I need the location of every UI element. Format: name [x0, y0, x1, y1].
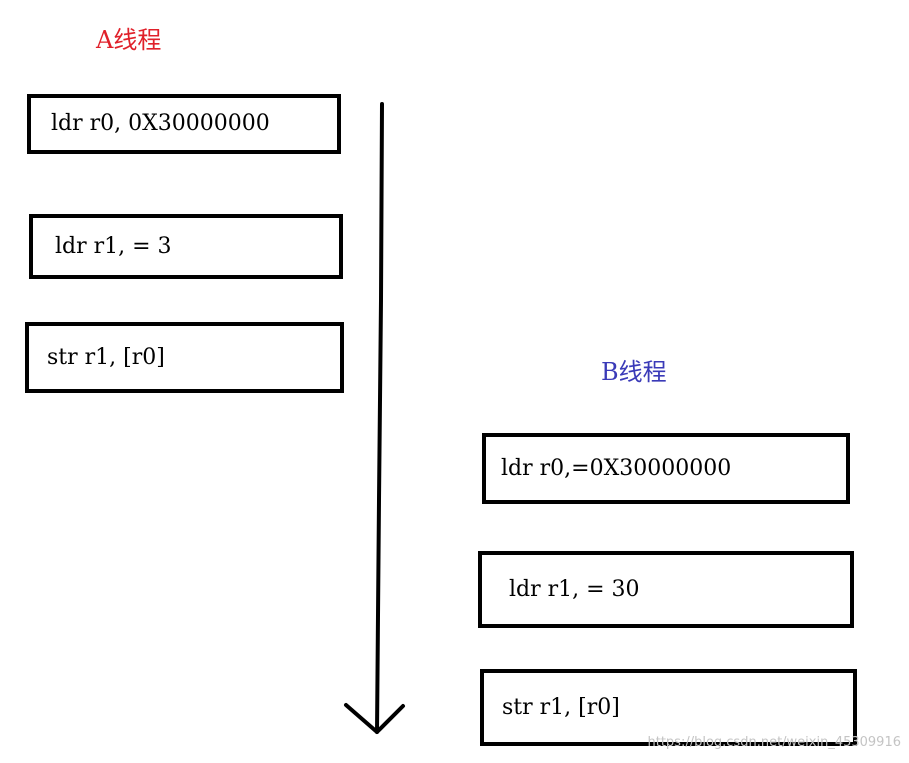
arrow-down-icon [344, 703, 405, 734]
thread-b-instruction-1: ldr r0,=0X30000000 [501, 455, 732, 481]
watermark: https://blog.csdn.net/weixin_45309916 [647, 735, 901, 750]
thread-b-title: B线程 [601, 358, 667, 386]
thread-b-instruction-2-box: ldr r1, = 30 [478, 551, 854, 628]
thread-a-title: A线程 [96, 26, 162, 54]
thread-a-instruction-2: ldr r1, = 3 [55, 233, 172, 259]
thread-a-instruction-3-box: str r1, [r0] [25, 322, 344, 393]
thread-b-instruction-1-box: ldr r0,=0X30000000 [482, 433, 850, 504]
thread-b-instruction-3-box: str r1, [r0] [480, 669, 857, 746]
thread-b-instruction-3: str r1, [r0] [502, 694, 620, 720]
timeline-line [375, 102, 384, 734]
thread-a-instruction-3: str r1, [r0] [47, 344, 165, 370]
thread-a-instruction-2-box: ldr r1, = 3 [29, 214, 343, 279]
thread-a-instruction-1: ldr r0, 0X30000000 [51, 111, 270, 136]
thread-b-instruction-2: ldr r1, = 30 [509, 576, 640, 602]
thread-a-instruction-1-box: ldr r0, 0X30000000 [27, 94, 341, 154]
